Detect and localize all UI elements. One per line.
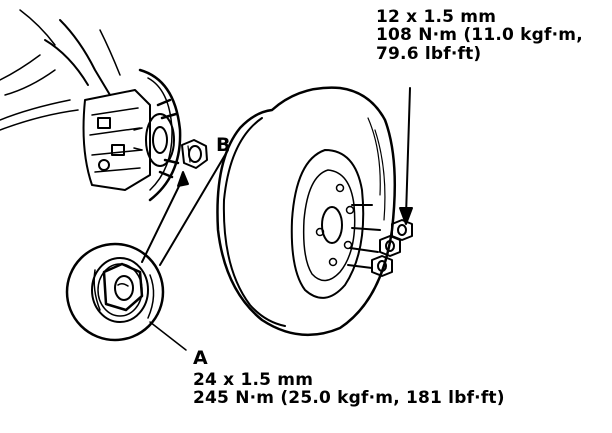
hub-nut-detail xyxy=(65,242,165,342)
hub-nut xyxy=(181,139,208,169)
wheel xyxy=(216,86,397,337)
hub-nut-size: 24 x 1.5 mm xyxy=(193,370,314,390)
wheel-nut-torque-line1: 108 N·m (11.0 kgf·m, xyxy=(376,25,583,46)
leader-arrows xyxy=(141,87,413,351)
knuckle-assembly xyxy=(0,9,182,202)
wheel-nut-torque-line2: 79.6 lbf·ft) xyxy=(376,43,482,64)
hub-nut-spec: 24 x 1.5 mm 245 N·m (25.0 kgf·m, 181 lbf… xyxy=(193,371,505,408)
wheel-nut-spec: 12 x 1.5 mm 108 N·m (11.0 kgf·m, 79.6 lb… xyxy=(376,8,583,63)
wheel-studs xyxy=(347,204,381,269)
wheel-nuts xyxy=(371,219,413,277)
callout-b: B xyxy=(216,134,231,156)
wheel-nut-size: 12 x 1.5 mm xyxy=(376,7,497,27)
callout-a: A xyxy=(193,347,208,369)
hub-nut-torque: 245 N·m (25.0 kgf·m, 181 lbf·ft) xyxy=(193,388,505,409)
